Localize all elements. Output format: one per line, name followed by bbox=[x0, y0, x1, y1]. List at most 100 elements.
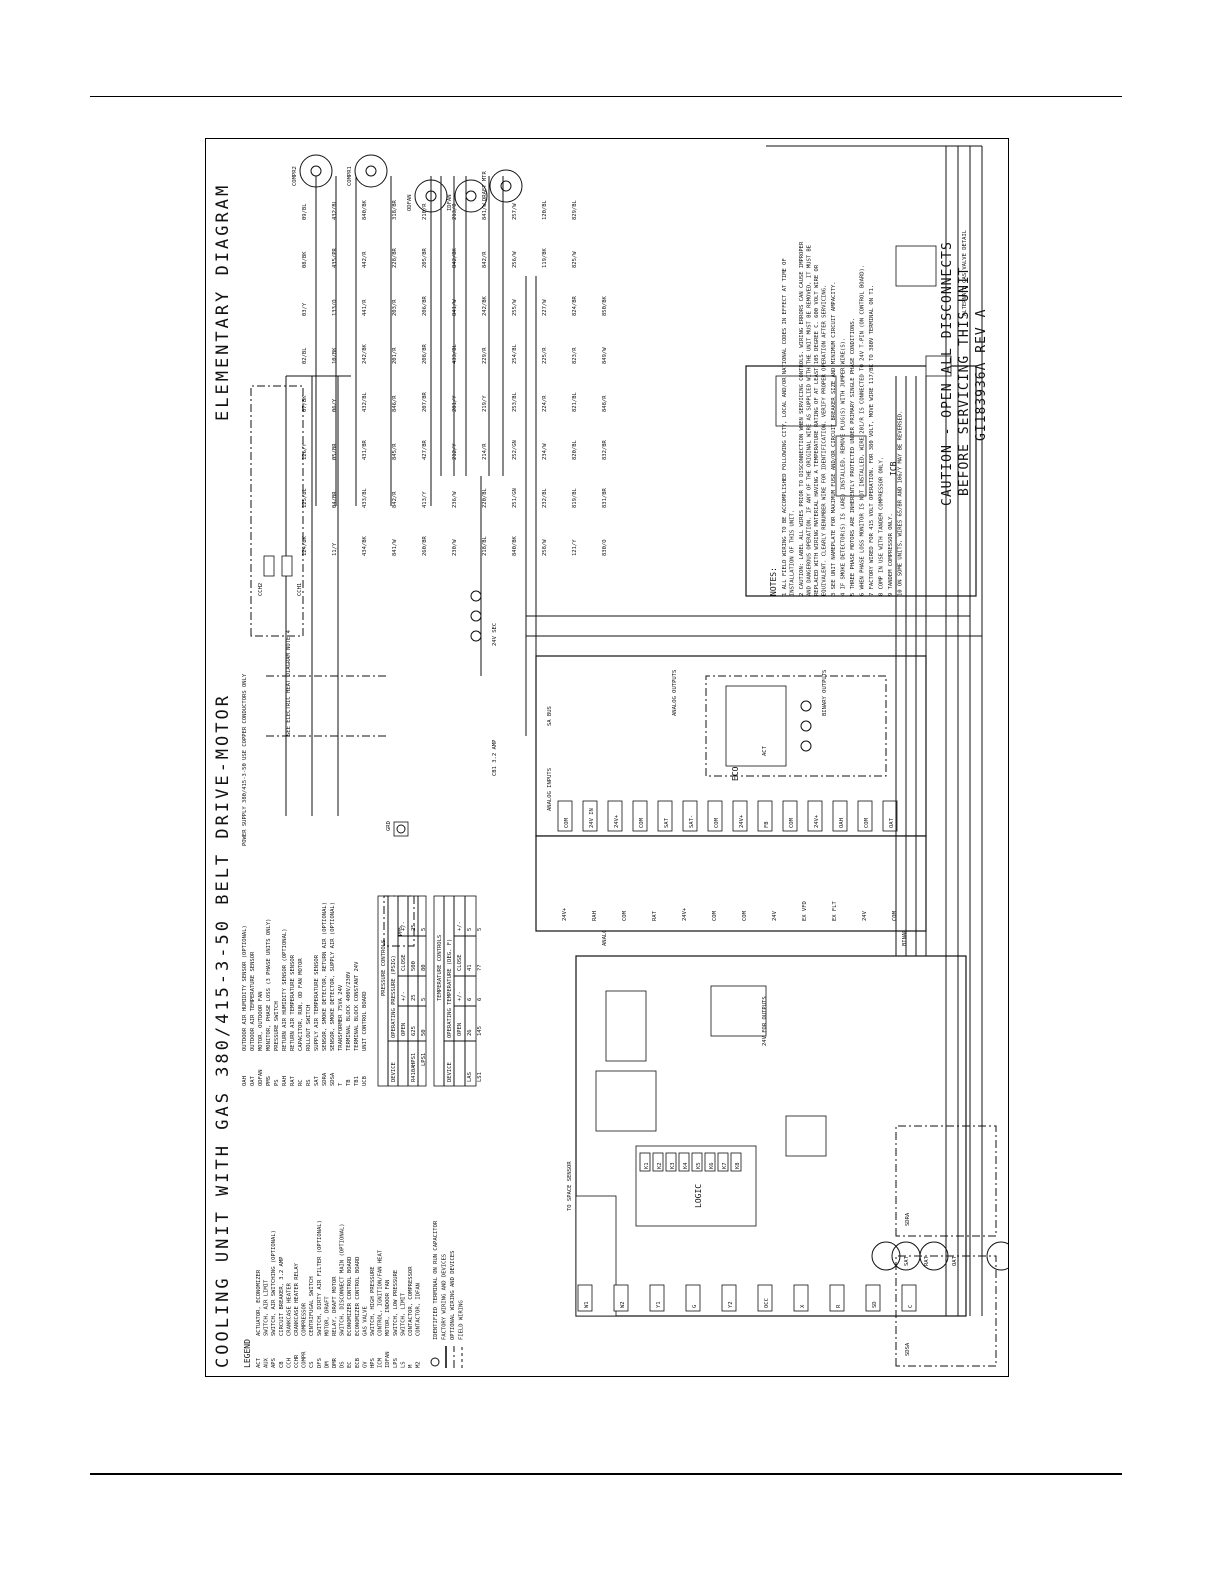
svg-text:CCH2: CCH2 bbox=[258, 583, 264, 596]
wire-label: 121/Y bbox=[572, 539, 578, 556]
legend-desc: CRANKCASE HEATER bbox=[286, 1282, 292, 1336]
ucb-terminal bbox=[685, 1284, 701, 1312]
wire-label: 125/BL bbox=[302, 487, 308, 508]
legend-code: AUX bbox=[264, 1357, 270, 1368]
wire-label: 840/BK bbox=[362, 199, 368, 220]
temp-table-cell: 145 bbox=[477, 1026, 483, 1036]
wire-label: 431/BR bbox=[362, 439, 368, 460]
legend-code: ODFAN bbox=[258, 1069, 264, 1086]
diagram-title-right: ELEMENTARY DIAGRAM bbox=[213, 183, 233, 421]
pressure-table-cell: 5 bbox=[421, 998, 427, 1001]
logic-relay-label: K6 bbox=[709, 1162, 715, 1169]
diagram-frame: COOLING UNIT WITH GAS 380/415-3-50 BELT … bbox=[205, 138, 1009, 1377]
legend-desc: TERMINAL BLOCK 400V/230V bbox=[346, 971, 352, 1051]
ucb-terminal-label: R bbox=[836, 1304, 842, 1308]
tt-s1: +/- bbox=[457, 991, 463, 1001]
legend-desc: RETURN AIR TEMPERATURE SENSOR bbox=[290, 954, 296, 1051]
legend-code: CB bbox=[279, 1361, 285, 1368]
legend-desc: MOTOR, DRAFT bbox=[324, 1296, 330, 1336]
logic-relay bbox=[639, 1152, 651, 1172]
wire-label: 829/BL bbox=[572, 199, 578, 220]
note-line: 9 TANDEM COMPRESSOR ONLY. bbox=[888, 513, 894, 596]
wire-label: 842/R bbox=[482, 251, 488, 268]
pressure-controls-table: PRESSURE CONTROLS DEVICE OPERATING PRESS… bbox=[377, 895, 427, 1087]
wire-label: 210/R bbox=[422, 203, 428, 220]
wire-label: 841/W bbox=[452, 299, 458, 316]
econ-terminal-label: SAT bbox=[664, 817, 670, 828]
wire-label: 212/Y bbox=[452, 443, 458, 460]
ucb-terminal-label: SD bbox=[872, 1301, 878, 1308]
wire-label: 208/BR bbox=[422, 343, 428, 364]
note-line: 8 COMP IN USE WITH TANDEM COMPRESSOR ONL… bbox=[879, 457, 885, 596]
ucb-terminal bbox=[865, 1284, 881, 1312]
phase-monitor: PMS bbox=[383, 895, 415, 947]
pt-refrigerant: R410A bbox=[411, 1065, 417, 1082]
note-line: 6 WHEN PHASE LOSS MONITOR IS NOT INSTALL… bbox=[860, 265, 866, 596]
wire-label: 281/Y bbox=[452, 395, 458, 412]
tt-s0: OPEN bbox=[457, 1023, 463, 1036]
tt-s2: CLOSE bbox=[457, 954, 463, 971]
legend-code: OAT bbox=[250, 1075, 256, 1086]
symbol-key-text: OPTIONAL WIRING AND DEVICES bbox=[450, 1251, 456, 1340]
legend-desc: RETURN AIR HUMIDITY SENSOR (OPTIONAL) bbox=[282, 928, 288, 1051]
logic-relay-label: K1 bbox=[644, 1162, 650, 1169]
wire-label: 841/W bbox=[392, 539, 398, 556]
econ-terminal-label: 24V+ bbox=[682, 907, 688, 921]
note-line: 4 IF SMOKE DETECTOR(S) IS (ARE) INSTALLE… bbox=[841, 338, 847, 596]
legend-code: OAH bbox=[242, 1076, 248, 1086]
wire-label: 849/W bbox=[602, 347, 608, 364]
logic-relay bbox=[652, 1152, 664, 1172]
wire-label: 824/BR bbox=[572, 295, 578, 316]
wire-label: 203/R bbox=[392, 299, 398, 316]
econ-terminal-label: COM bbox=[864, 817, 870, 828]
wire-label: 842/R bbox=[392, 491, 398, 508]
legend-code: LPS bbox=[393, 1358, 399, 1368]
ucb-terminal bbox=[613, 1284, 629, 1312]
wire-label: 830/O bbox=[602, 539, 608, 556]
econ-terminal-label: OAH bbox=[839, 818, 845, 828]
wire-label: 831/BR bbox=[602, 487, 608, 508]
caution-line-1: CAUTION - OPEN ALL DISCONNECTS bbox=[940, 241, 955, 506]
legend-desc: CONTROL, IGNITION/FAN HEAT bbox=[378, 1249, 384, 1336]
legend-desc: CIRCUIT BREAKER, 3.2 AMP bbox=[279, 1256, 285, 1336]
transformer-label: 24V SEC bbox=[492, 623, 498, 646]
contactor-lines bbox=[286, 176, 504, 506]
note-line: REPLACED WITH WIRING MATERIAL HAVING A T… bbox=[814, 264, 820, 596]
wire-label: 841/W bbox=[482, 203, 488, 220]
legend-desc: SWITCH, HIGH PRESSURE bbox=[370, 1266, 376, 1336]
pressure-table-cell: 25 bbox=[411, 924, 417, 931]
tt-h1: OPERATING TEMPERATURE (DEG. F) bbox=[447, 939, 453, 1038]
legend-code: M bbox=[408, 1364, 414, 1368]
ucb-terminal bbox=[901, 1284, 917, 1312]
econ-terminal-label: SAT- bbox=[689, 815, 695, 828]
motor-symbol bbox=[500, 180, 512, 192]
legend-desc: OUTDOOR AIR TEMPERATURE SENSOR bbox=[250, 951, 256, 1051]
wire-label: 823/R bbox=[572, 347, 578, 364]
econ-terminal-label: 24V bbox=[772, 910, 778, 921]
legend-code: DS bbox=[340, 1361, 346, 1368]
symbol-key-text: IDENTIFIED TERMINAL ON RUN CAPACITOR bbox=[433, 1220, 439, 1340]
pressure-table-cell: HPS1 bbox=[411, 1053, 417, 1066]
logic-relay-label: K5 bbox=[696, 1162, 702, 1169]
ucb-terminal bbox=[721, 1284, 737, 1312]
grd-label: GRD bbox=[386, 821, 392, 831]
logic-relay-label: K4 bbox=[683, 1162, 689, 1169]
econ-binary-out: BINARY OUTPUTS bbox=[822, 670, 828, 716]
econ-terminal-label: OAT bbox=[889, 817, 895, 828]
notes-list: 1 ALL FIELD WIRING TO BE ACCOMPLISHED FO… bbox=[782, 241, 904, 596]
wire-label: 201/R bbox=[392, 347, 398, 364]
legend-code: TB bbox=[346, 1079, 352, 1086]
wire-label: 432/BL bbox=[362, 391, 368, 412]
wire-label: 433/BL bbox=[362, 487, 368, 508]
wire-label: 232/BL bbox=[542, 487, 548, 508]
motor-circle bbox=[489, 169, 523, 203]
wire-label: 03/Y bbox=[302, 302, 308, 316]
wire-label: 228/BR bbox=[392, 247, 398, 268]
pt-h0: DEVICE bbox=[391, 1062, 397, 1082]
legend-code: PS bbox=[274, 1079, 280, 1086]
motor-label: ODFAN bbox=[407, 194, 413, 211]
pressure-table-cell: 25 bbox=[411, 994, 417, 1001]
econ-terminal-label: COM bbox=[622, 910, 628, 921]
document-number: GI183936A REV A bbox=[974, 309, 989, 441]
